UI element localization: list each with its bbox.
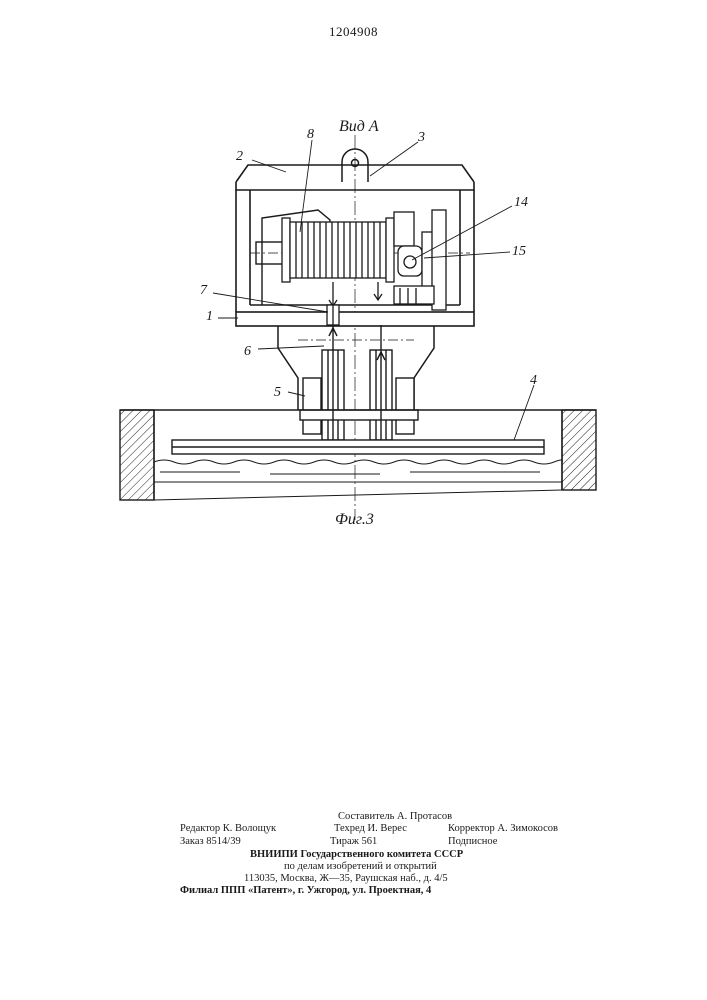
callout-3: 3 [417, 130, 425, 145]
callout-6: 6 [244, 344, 251, 359]
callout-15: 15 [512, 244, 526, 259]
imprint-editor: Редактор К. Волощук [180, 822, 276, 835]
gear-unit [394, 210, 446, 310]
rope-guide [327, 305, 339, 325]
rope-arrows [329, 282, 382, 306]
callout-14: 14 [514, 195, 528, 210]
callout-8: 8 [307, 127, 314, 142]
imprint-circulation: Тираж 561 [330, 835, 377, 848]
callout-2: 2 [236, 149, 243, 164]
pontoon [172, 440, 544, 454]
imprint-techred: Техред И. Верес [334, 822, 407, 835]
view-label: Вид А [339, 118, 379, 135]
imprint-subscription: Подписное [448, 835, 497, 848]
imprint-corrector: Корректор А. Зимокосов [448, 822, 558, 835]
imprint-order: Заказ 8514/39 [180, 835, 241, 848]
drum [282, 218, 394, 282]
callout-7: 7 [200, 283, 208, 298]
callout-4: 4 [530, 373, 537, 388]
base-plate [236, 312, 474, 326]
callout-1: 1 [206, 309, 213, 324]
figure-label: Фиг.3 [335, 511, 374, 528]
tank-walls [120, 410, 596, 500]
sheave-block [300, 325, 418, 440]
liquid [154, 460, 562, 500]
callout-5: 5 [274, 385, 281, 400]
imprint-branch: Филиал ППП «Патент», г. Ужгород, ул. Про… [180, 884, 431, 897]
